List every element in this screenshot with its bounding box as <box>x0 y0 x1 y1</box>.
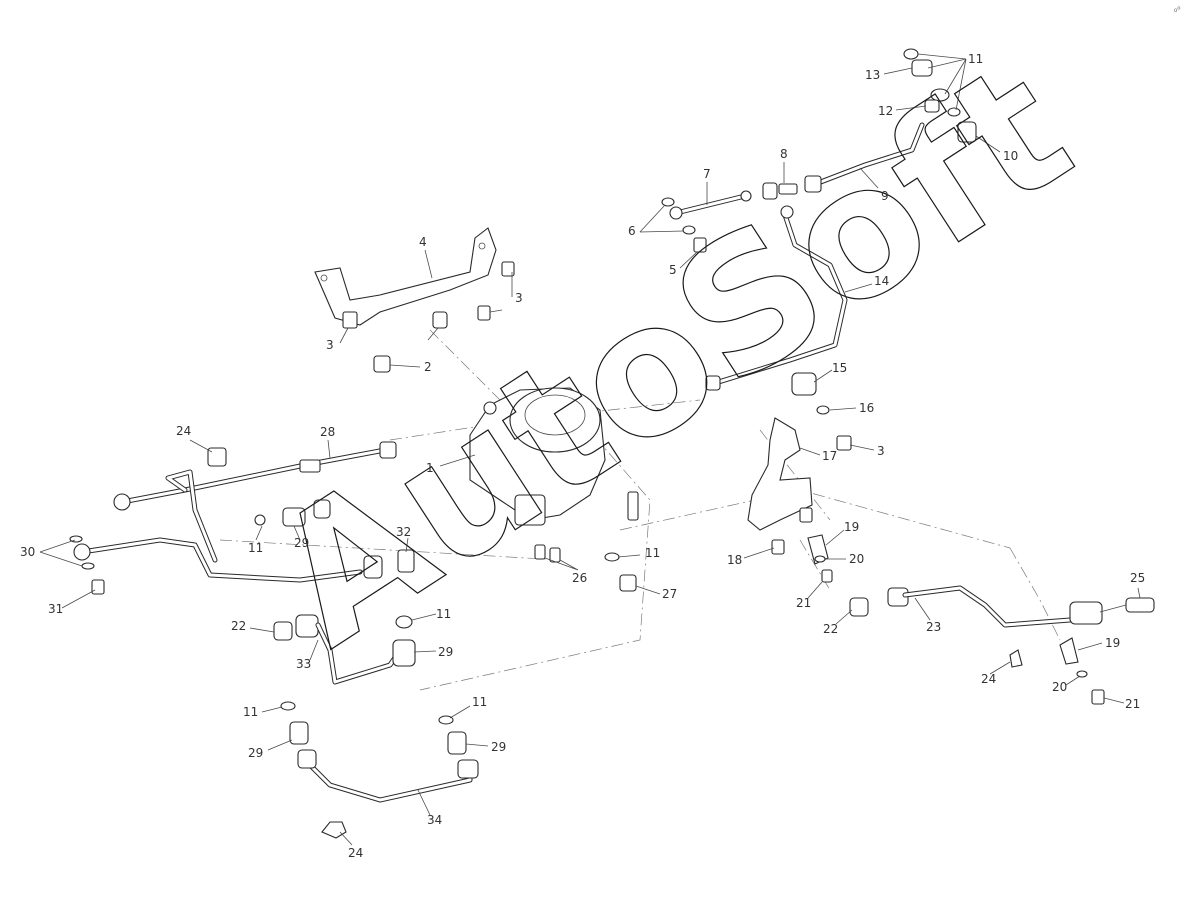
callout-numbers: 11 13 12 10 9 8 7 6 5 14 4 3 3 2 15 16 3… <box>20 52 1145 860</box>
callout-34: 34 <box>427 813 442 827</box>
callout-10: 10 <box>1003 149 1018 163</box>
leader-lines <box>39 53 1141 846</box>
callout-29: 29 <box>438 645 453 659</box>
callout-27: 27 <box>662 587 677 601</box>
callout-19: 19 <box>1105 636 1120 650</box>
callout-11: 11 <box>968 52 983 66</box>
callout-33: 33 <box>296 657 311 671</box>
callout-32: 32 <box>396 525 411 539</box>
callout-31: 31 <box>48 602 63 616</box>
callout-9: 9 <box>881 189 889 203</box>
assembly-axis-lines <box>219 329 1061 691</box>
callout-23: 23 <box>926 620 941 634</box>
callout-24: 24 <box>348 846 363 860</box>
right-bracket <box>747 417 833 583</box>
callout-1: 1 <box>426 461 434 475</box>
callout-20: 20 <box>849 552 864 566</box>
callout-29: 29 <box>294 536 309 550</box>
callout-19: 19 <box>844 520 859 534</box>
callout-12: 12 <box>878 104 893 118</box>
callout-11: 11 <box>645 546 660 560</box>
pump-body <box>469 387 639 592</box>
bracket-assembly <box>314 227 515 373</box>
callout-11: 11 <box>472 695 487 709</box>
callout-7: 7 <box>703 167 711 181</box>
callout-6: 6 <box>628 224 636 238</box>
bottom-line <box>280 701 479 839</box>
callout-8: 8 <box>780 147 788 161</box>
callout-28: 28 <box>320 425 335 439</box>
return-line-assembly <box>661 48 977 451</box>
callout-2: 2 <box>424 360 432 374</box>
callout-3: 3 <box>326 338 334 352</box>
callout-3: 3 <box>877 444 885 458</box>
callout-24: 24 <box>176 424 191 438</box>
left-feed-lines <box>69 441 415 595</box>
callout-22: 22 <box>231 619 246 633</box>
callout-4: 4 <box>419 235 427 249</box>
callout-11: 11 <box>436 607 451 621</box>
lower-center-line <box>273 614 416 685</box>
callout-14: 14 <box>874 274 889 288</box>
callout-5: 5 <box>669 263 677 277</box>
callout-21: 21 <box>1125 697 1140 711</box>
callout-15: 15 <box>832 361 847 375</box>
callout-3: 3 <box>515 291 523 305</box>
corner-mark: ₀⁰ <box>1174 5 1180 14</box>
callout-21: 21 <box>796 596 811 610</box>
callout-11: 11 <box>248 541 263 555</box>
callout-24: 24 <box>981 672 996 686</box>
callout-25: 25 <box>1130 571 1145 585</box>
callout-11: 11 <box>243 705 258 719</box>
callout-20: 20 <box>1052 680 1067 694</box>
callout-13: 13 <box>865 68 880 82</box>
callout-18: 18 <box>727 553 742 567</box>
callout-29: 29 <box>248 746 263 760</box>
callout-22: 22 <box>823 622 838 636</box>
callout-29: 29 <box>491 740 506 754</box>
callout-16: 16 <box>859 401 874 415</box>
callout-17: 17 <box>822 449 837 463</box>
callout-26: 26 <box>572 571 587 585</box>
callout-30: 30 <box>20 545 35 559</box>
